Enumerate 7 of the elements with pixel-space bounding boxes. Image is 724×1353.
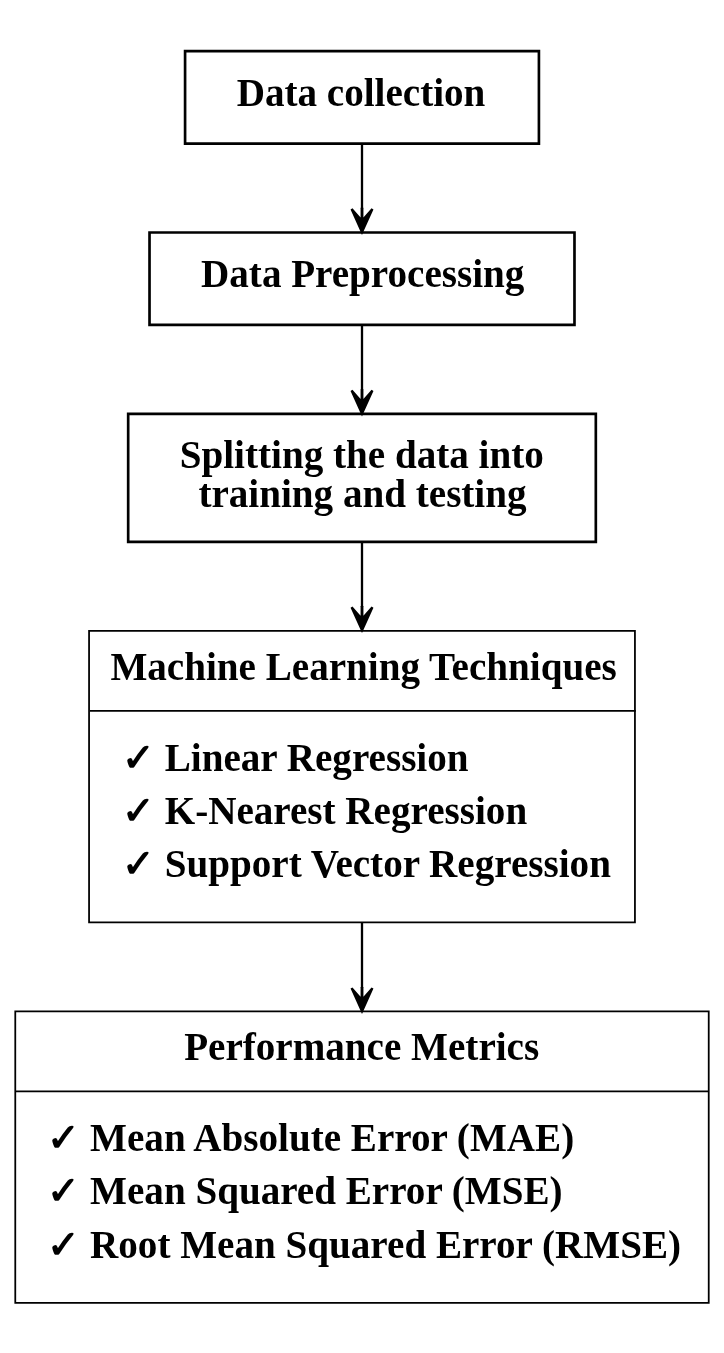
- arrow: [350, 324, 374, 415]
- arrow: [350, 143, 374, 233]
- node-box: Data collection: [183, 49, 541, 145]
- arrow: [350, 922, 374, 1012]
- node-box: Data Preprocessing: [148, 230, 576, 326]
- node-box: Splitting the data into training and testing: [126, 412, 598, 543]
- arrow: [350, 541, 374, 631]
